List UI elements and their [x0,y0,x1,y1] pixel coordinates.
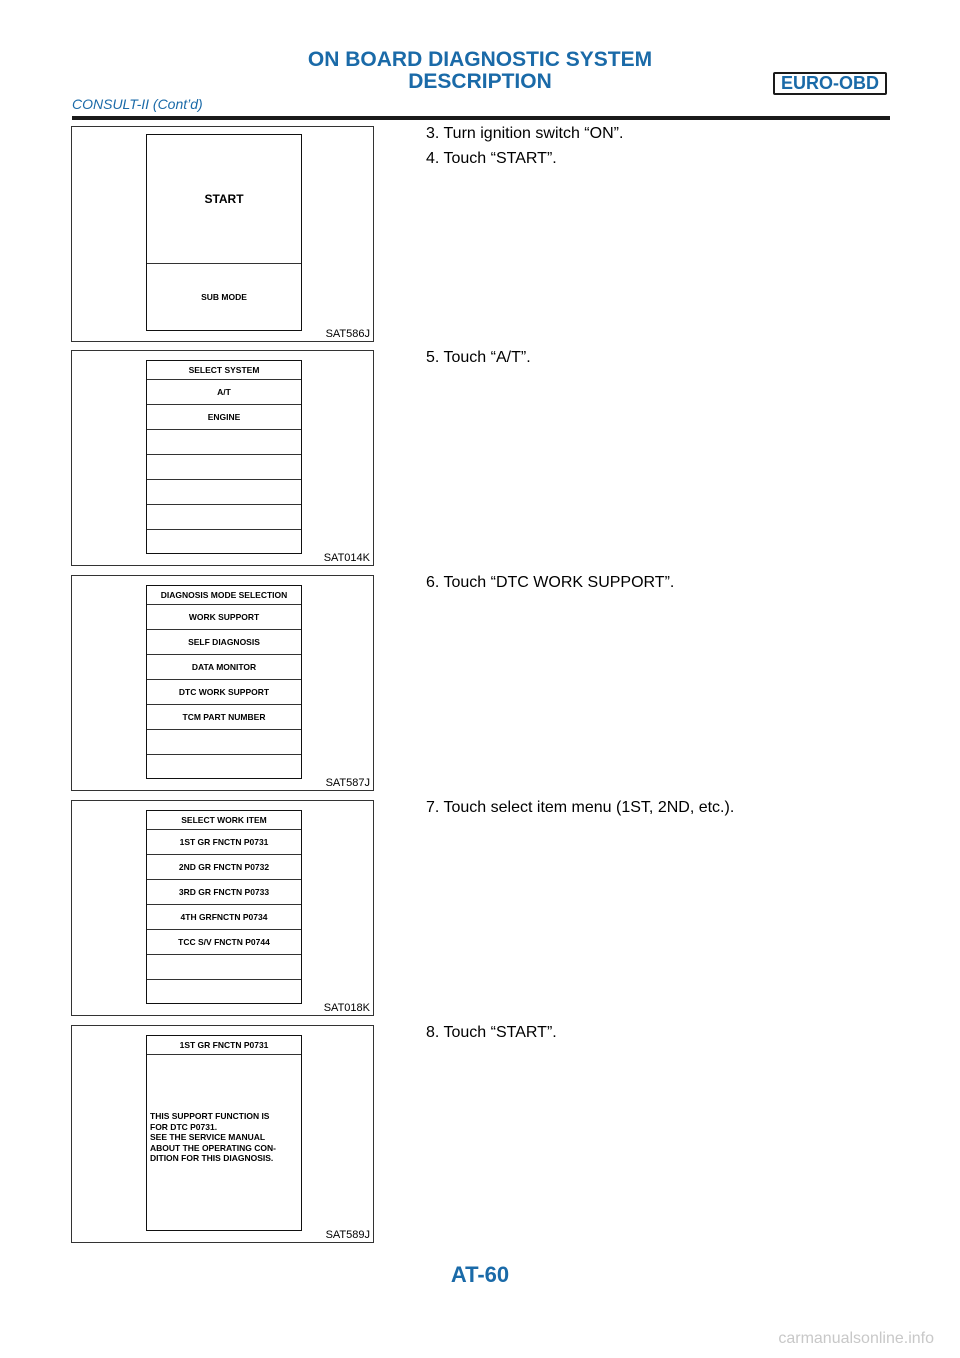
figure-sat014k: SELECT SYSTEM A/T ENGINE SAT014K [71,350,374,566]
screen-heading: SELECT SYSTEM [188,365,260,375]
figure-code: SAT586J [325,328,370,340]
step-8: 8. Touch “START”. [426,1024,557,1041]
menu-item-empty [147,504,301,529]
start-button[interactable]: START [147,135,301,264]
menu-item-p0733[interactable]: 3RD GR FNCTN P0733 [147,879,301,904]
menu-item-empty [147,979,301,1004]
consult-screen-function-info: 1ST GR FNCTN P0731 THIS SUPPORT FUNCTION… [146,1035,302,1231]
page-title-line1: ON BOARD DIAGNOSTIC SYSTEM [307,48,653,71]
message-line: THIS SUPPORT FUNCTION IS [150,1111,270,1121]
figure-sat589j: 1ST GR FNCTN P0731 THIS SUPPORT FUNCTION… [71,1025,374,1243]
menu-item-self-diagnosis[interactable]: SELF DIAGNOSIS [147,629,301,654]
page-title-line2: DESCRIPTION [408,70,552,93]
menu-item-empty [147,729,301,754]
consult-screen-start: START SUB MODE [146,134,302,331]
figure-sat587j: DIAGNOSIS MODE SELECTION WORK SUPPORT SE… [71,575,374,791]
consult-screen-select-system: SELECT SYSTEM A/T ENGINE [146,360,302,554]
menu-item-empty [147,754,301,779]
figure-sat586j: START SUB MODE SAT586J [71,126,374,342]
consult-screen-select-work-item: SELECT WORK ITEM 1ST GR FNCTN P0731 2ND … [146,810,302,1004]
section-badge: EURO-OBD [773,72,887,95]
sub-mode-button[interactable]: SUB MODE [201,292,247,302]
step-4: 4. Touch “START”. [426,150,557,167]
step-6: 6. Touch “DTC WORK SUPPORT”. [426,574,675,591]
message-line: DITION FOR THIS DIAGNOSIS. [150,1153,274,1163]
menu-item-work-support[interactable]: WORK SUPPORT [147,604,301,629]
screen-heading: 1ST GR FNCTN P0731 [179,1040,269,1050]
menu-item-p0732[interactable]: 2ND GR FNCTN P0732 [147,854,301,879]
menu-item-empty [147,429,301,454]
menu-item-p0734[interactable]: 4TH GRFNCTN P0734 [147,904,301,929]
figure-code: SAT589J [325,1229,370,1241]
menu-item-at[interactable]: A/T [147,379,301,404]
menu-item-empty [147,954,301,979]
menu-item-engine[interactable]: ENGINE [147,404,301,429]
function-message: THIS SUPPORT FUNCTION IS FOR DTC P0731. … [147,1054,301,1228]
figure-code: SAT587J [325,777,370,789]
figure-sat018k: SELECT WORK ITEM 1ST GR FNCTN P0731 2ND … [71,800,374,1016]
page-number: AT-60 [450,1262,510,1287]
menu-item-dtc-work-support[interactable]: DTC WORK SUPPORT [147,679,301,704]
consult-screen-diagnosis-mode: DIAGNOSIS MODE SELECTION WORK SUPPORT SE… [146,585,302,779]
header-rule [72,116,890,120]
screen-heading: DIAGNOSIS MODE SELECTION [160,590,288,600]
step-3: 3. Turn ignition switch “ON”. [426,125,624,142]
menu-item-empty [147,454,301,479]
message-line: FOR DTC P0731. [150,1121,218,1132]
watermark: carmanualsonline.info [778,1330,934,1347]
menu-item-empty [147,529,301,554]
message-line: ABOUT THE OPERATING CON- [150,1142,276,1153]
menu-item-p0731[interactable]: 1ST GR FNCTN P0731 [147,829,301,854]
screen-heading: SELECT WORK ITEM [181,815,267,825]
step-7: 7. Touch select item menu (1ST, 2ND, etc… [426,799,735,816]
figure-code: SAT014K [323,552,370,564]
menu-item-tcm-part-number[interactable]: TCM PART NUMBER [147,704,301,729]
menu-item-data-monitor[interactable]: DATA MONITOR [147,654,301,679]
menu-item-empty [147,479,301,504]
page-subtitle: CONSULT-II (Cont’d) [72,96,203,112]
figure-code: SAT018K [323,1002,370,1014]
step-5: 5. Touch “A/T”. [426,349,531,366]
message-line: SEE THE SERVICE MANUAL [150,1132,266,1142]
menu-item-p0744[interactable]: TCC S/V FNCTN P0744 [147,929,301,954]
